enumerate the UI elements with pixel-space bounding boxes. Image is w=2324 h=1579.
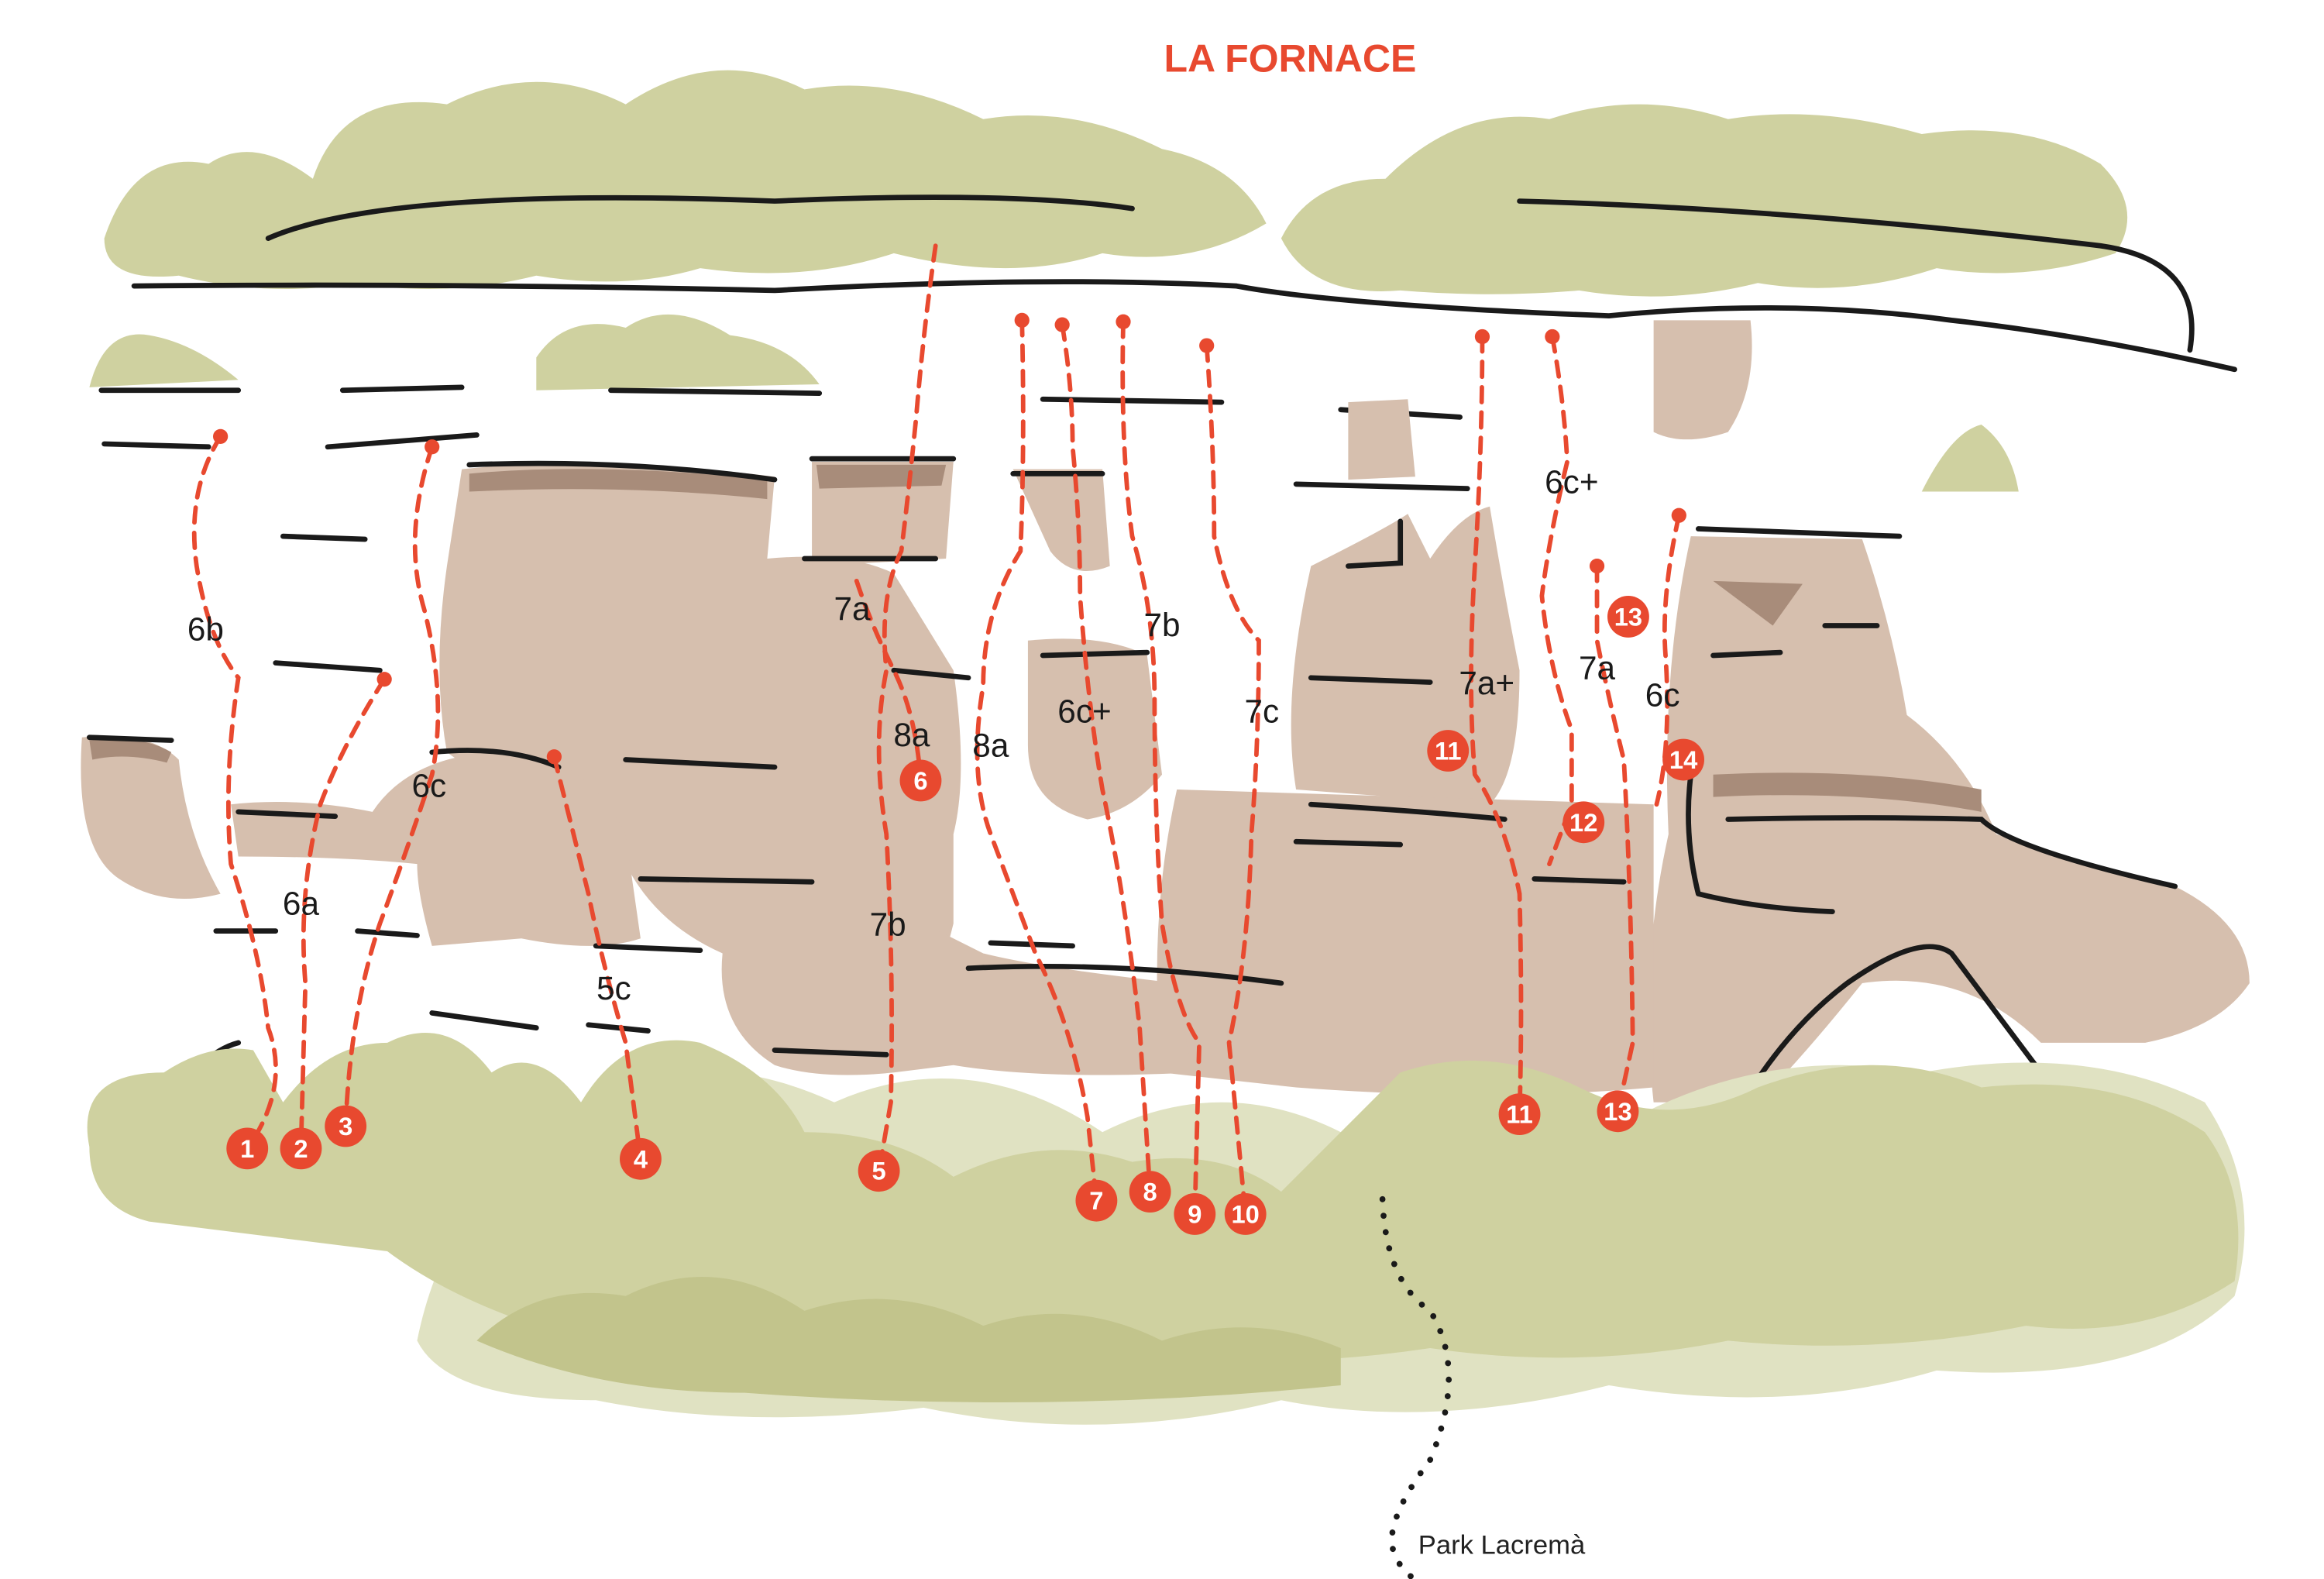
marker-number: 4 xyxy=(634,1144,648,1173)
marker-circle xyxy=(620,1137,662,1180)
route-grade: 7c xyxy=(1244,693,1279,729)
route-number-marker: 9 xyxy=(1174,1193,1216,1235)
marker-circle xyxy=(280,1127,322,1170)
rock-shading xyxy=(89,464,1982,812)
route-grade: 7a+ xyxy=(1459,665,1514,701)
marker-circle xyxy=(858,1150,900,1192)
anchor-icon xyxy=(376,672,392,687)
marker-number: 11 xyxy=(1506,1100,1533,1129)
marker-circle xyxy=(899,759,942,802)
marker-circle xyxy=(1174,1193,1216,1235)
marker-circle xyxy=(1563,801,1605,844)
route-number-marker: 7 xyxy=(1075,1179,1118,1222)
parking-label: Park Lacremà xyxy=(1418,1530,1586,1560)
anchor-icon xyxy=(1671,507,1686,523)
marker-circle xyxy=(226,1127,269,1170)
route-grade: 6c+ xyxy=(1545,463,1598,500)
route-grade: 7b xyxy=(1143,607,1180,643)
marker-number: 9 xyxy=(1188,1199,1202,1228)
route-number-marker: 14 xyxy=(1662,738,1704,781)
anchor-icon xyxy=(1054,317,1070,332)
route-grade: 5c xyxy=(596,970,631,1006)
trail-to-parking xyxy=(1379,1195,1452,1579)
rock-ledges xyxy=(87,456,2178,1106)
anchor-icon xyxy=(1116,314,1131,329)
marker-number: 5 xyxy=(872,1157,886,1185)
anchor-icon xyxy=(213,428,229,444)
route-number-marker: 4 xyxy=(620,1137,662,1180)
marker-number: 11 xyxy=(1435,737,1462,765)
anchor-icon xyxy=(1545,329,1560,345)
route-number-marker: 11 xyxy=(1498,1093,1541,1136)
route-grade: 6c xyxy=(1645,676,1680,713)
marker-number: 6 xyxy=(913,766,927,795)
marker-circle xyxy=(1662,738,1704,781)
marker-circle xyxy=(325,1105,367,1147)
marker-circle xyxy=(1224,1193,1267,1235)
route-grade: 7a xyxy=(834,590,871,627)
marker-number: 12 xyxy=(1569,808,1597,837)
upper-ledges xyxy=(98,194,2237,539)
route-number-marker: 13 xyxy=(1607,596,1649,638)
route-number-marker: 1 xyxy=(226,1127,269,1170)
marker-circle xyxy=(1607,596,1649,638)
route-number-marker: 10 xyxy=(1224,1193,1267,1235)
anchor-icon xyxy=(546,749,562,765)
route-number-marker: 2 xyxy=(280,1127,322,1170)
route-number-marker: 12 xyxy=(1563,801,1605,844)
route-number-marker: 11 xyxy=(1427,730,1470,772)
route-number-marker: 13 xyxy=(1597,1090,1639,1133)
marker-circle xyxy=(1427,730,1470,772)
route-grade: 6c xyxy=(411,768,446,804)
marker-number: 8 xyxy=(1143,1178,1157,1206)
route-number-marker: 5 xyxy=(858,1150,900,1192)
route-anchors xyxy=(213,312,1686,765)
anchor-icon xyxy=(1014,312,1030,328)
marker-number: 3 xyxy=(339,1112,352,1140)
marker-circle xyxy=(1498,1093,1541,1136)
route-grade: 8a xyxy=(972,728,1009,764)
marker-circle xyxy=(1075,1179,1118,1222)
route-grades: 6b 6a 6c 5c 7a 8a 8a 7b 6c+ 7b 7c 7a+ 6c+ 7a 6c xyxy=(187,463,1680,1006)
anchor-icon xyxy=(1199,338,1215,353)
route-lines xyxy=(191,243,1682,1216)
anchor-icon xyxy=(1474,329,1490,345)
marker-number: 10 xyxy=(1232,1199,1260,1228)
marker-number: 1 xyxy=(240,1134,254,1163)
marker-circle xyxy=(1129,1171,1171,1213)
marker-number: 2 xyxy=(294,1134,308,1163)
marker-number: 13 xyxy=(1614,603,1642,631)
route-grade: 8a xyxy=(893,717,930,753)
marker-number: 7 xyxy=(1089,1186,1103,1215)
anchor-icon xyxy=(1589,558,1605,574)
route-grade: 7a xyxy=(1579,650,1616,686)
bottom-vegetation xyxy=(87,1033,2245,1425)
route-grade: 6c+ xyxy=(1057,693,1111,729)
top-vegetation xyxy=(89,70,2128,492)
marker-circle xyxy=(1597,1090,1639,1133)
marker-number: 14 xyxy=(1669,745,1697,774)
route-number-marker: 6 xyxy=(899,759,942,802)
anchor-icon xyxy=(425,439,440,455)
route-number-marker: 8 xyxy=(1129,1171,1171,1213)
route-grade: 6a xyxy=(283,886,320,922)
route-grade: 6b xyxy=(187,611,224,648)
route-number-marker: 3 xyxy=(325,1105,367,1147)
crag-title: LA FORNACE xyxy=(1164,36,1416,80)
route-grade: 7b xyxy=(870,906,906,942)
marker-number: 13 xyxy=(1604,1097,1631,1126)
rock-formations xyxy=(81,320,2250,1103)
